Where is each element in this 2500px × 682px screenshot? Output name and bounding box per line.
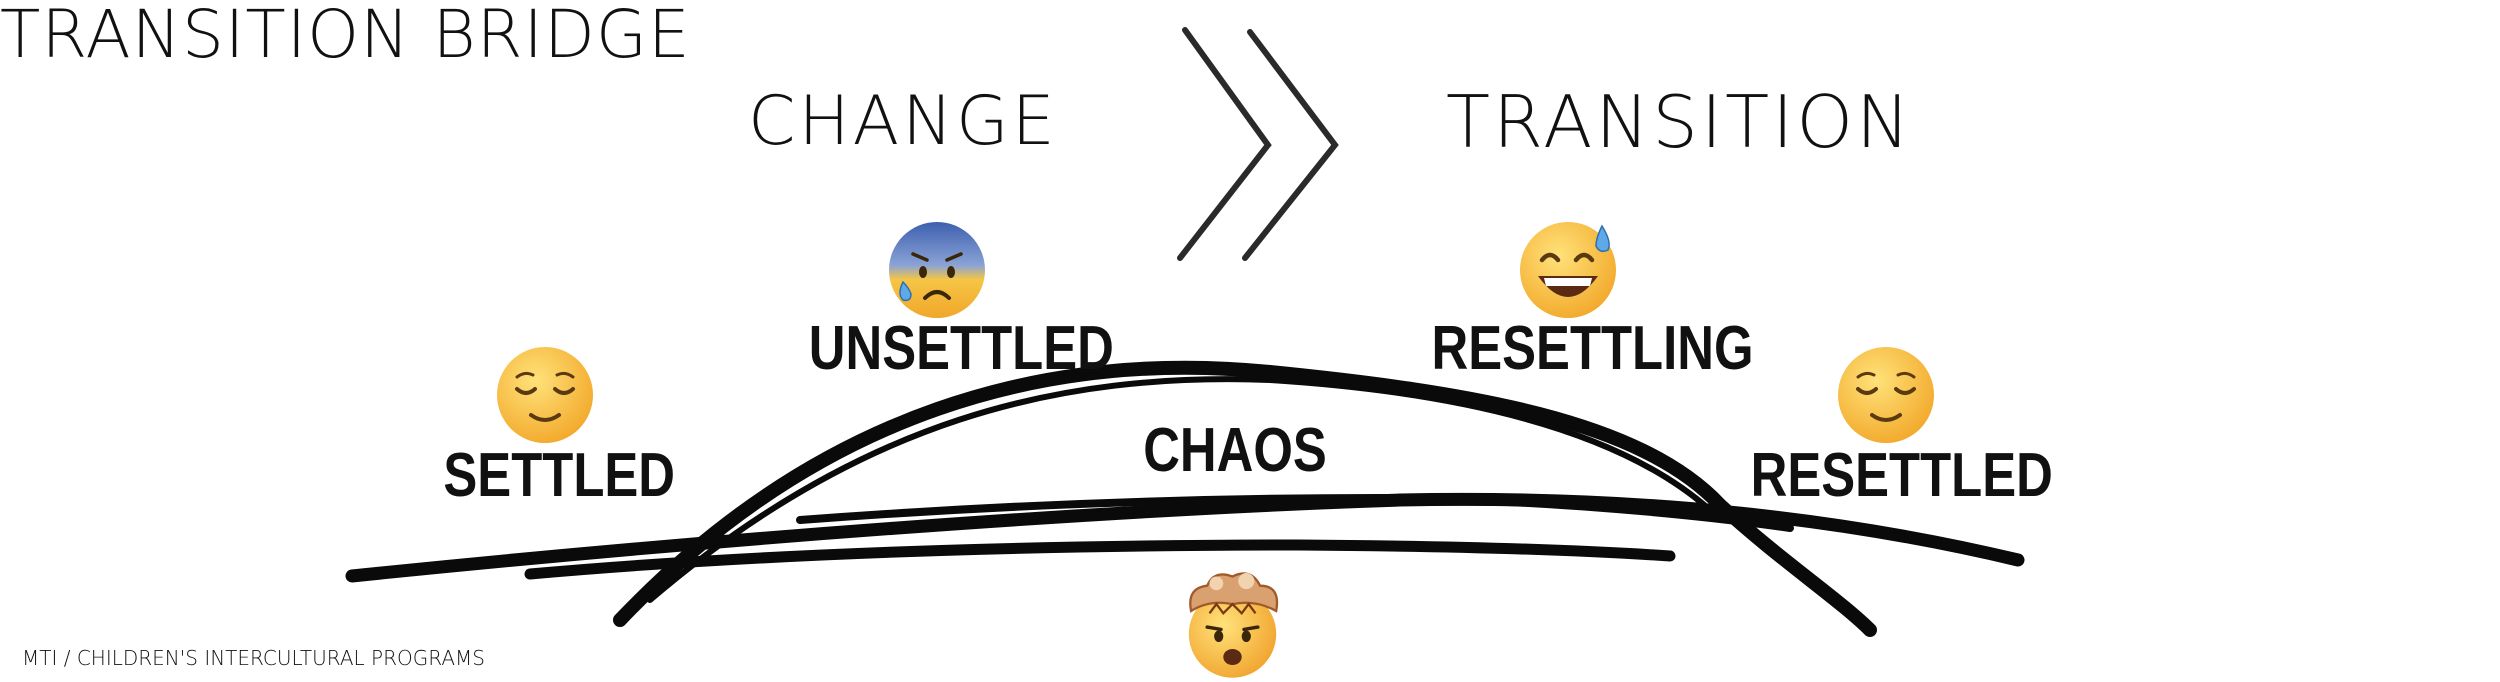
double-chevron-icon — [1177, 27, 1339, 261]
relieved-face-icon — [1838, 347, 1934, 443]
credit-footer: MTI / CHILDREN'S INTERCULTURAL PROGRAMS — [22, 646, 485, 670]
relieved-face-icon — [497, 347, 593, 443]
phase-change-label: CHANGE — [748, 82, 1058, 161]
exploding-head-icon — [1188, 572, 1279, 678]
diagram-title: TRANSITION BRIDGE — [0, 0, 691, 73]
stage-chaos-label: CHAOS — [1143, 416, 1327, 485]
bridge-deck — [345, 492, 2025, 583]
bridge-arch — [613, 360, 1877, 637]
stage-unsettled-label: UNSETTLED — [808, 314, 1114, 383]
stage-resettled-label: RESETTLED — [1750, 441, 2053, 510]
stage-resettling-label: RESETTLING — [1431, 314, 1754, 383]
phase-transition-label: TRANSITION — [1446, 80, 1913, 164]
anxious-face-with-sweat-icon — [889, 222, 985, 318]
stage-settled-label: SETTLED — [443, 441, 676, 510]
grinning-face-with-sweat-icon — [1520, 222, 1616, 318]
